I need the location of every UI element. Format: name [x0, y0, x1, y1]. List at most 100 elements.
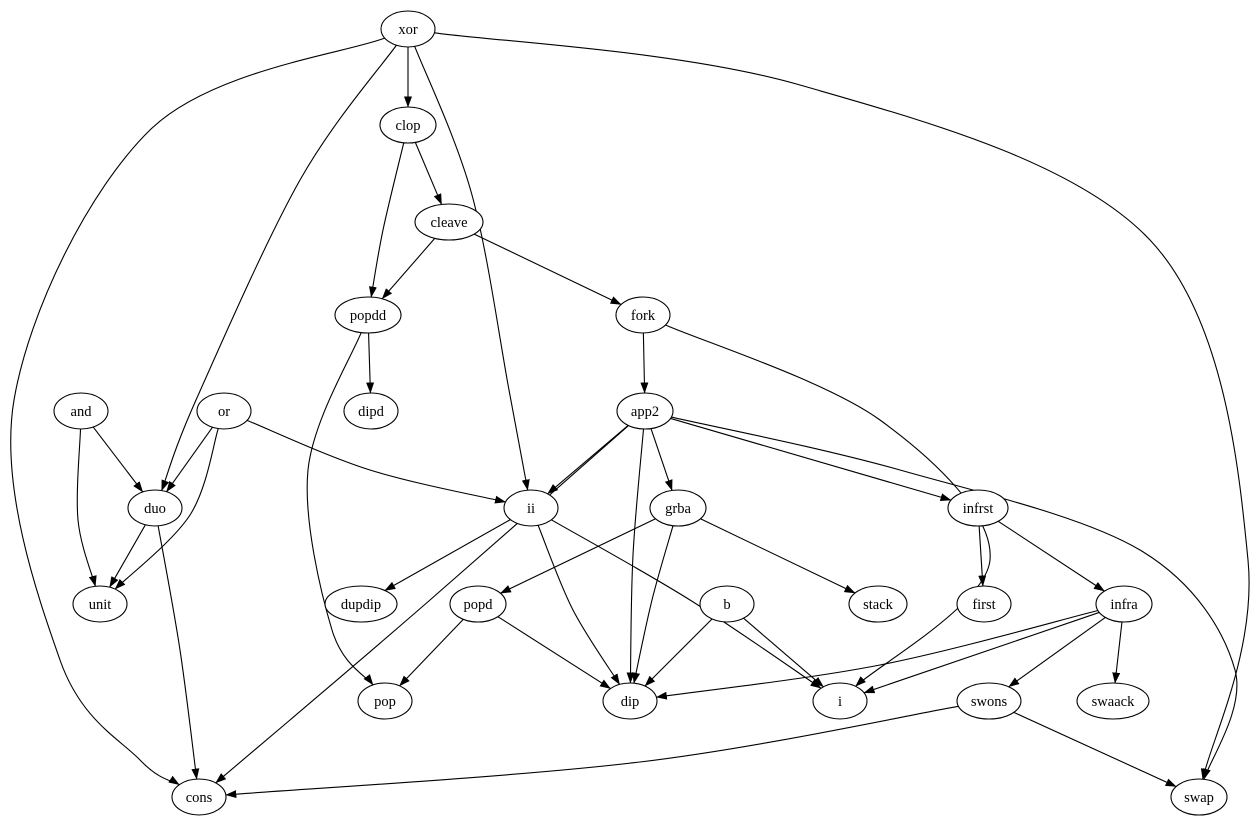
node-xor-shape: [380, 10, 436, 48]
node-popd: popd: [449, 585, 507, 623]
node-fork-label: fork: [631, 308, 656, 324]
node-dip-shape: [602, 682, 658, 720]
edge-infrst-first: [978, 525, 987, 587]
node-cons-label: cons: [186, 790, 213, 806]
node-swons: swons: [956, 682, 1022, 720]
node-ii-label: ii: [527, 501, 535, 517]
node-cons: cons: [171, 778, 227, 816]
edge-app2-dip: [626, 428, 645, 684]
node-xor: xor: [380, 10, 436, 48]
node-b: b: [699, 585, 755, 623]
node-pop: pop: [357, 682, 413, 720]
node-and-label: and: [71, 404, 93, 420]
edge-xor-ii: [414, 46, 530, 491]
edge-popdd-pop: [306, 332, 374, 686]
edge-ii-i: [551, 519, 822, 689]
node-swaack-label: swaack: [1092, 694, 1135, 710]
edge-app2-cons: [215, 425, 629, 784]
node-dipd-label: dipd: [358, 404, 385, 420]
edge-and-duo: [92, 426, 144, 493]
node-popdd-label: popdd: [350, 308, 387, 324]
node-cleave-label: cleave: [430, 215, 467, 231]
node-infrst-shape: [947, 489, 1009, 527]
node-cons-shape: [171, 778, 227, 816]
edge-xor-cons: [10, 37, 385, 786]
edge-b-i: [743, 617, 824, 688]
edge-xor-swap: [434, 32, 1250, 780]
node-i-label: i: [838, 694, 842, 710]
edges-layer: [10, 32, 1250, 799]
edge-popdd-dipd: [366, 332, 375, 394]
edge-infra-dip: [655, 609, 1099, 700]
node-popdd: popdd: [334, 296, 402, 334]
node-dipd: dipd: [343, 392, 399, 430]
edge-or-duo: [166, 426, 213, 493]
edge-popd-dip: [497, 616, 611, 690]
node-duo-label: duo: [144, 501, 166, 517]
edge-infrst-infra: [997, 520, 1105, 592]
node-app2-shape: [616, 392, 674, 430]
node-stack-label: stack: [863, 597, 894, 613]
node-infra-shape: [1095, 585, 1153, 623]
edge-app2-swap: [671, 416, 1238, 780]
node-unit-label: unit: [89, 597, 112, 613]
node-pop-label: pop: [374, 694, 396, 710]
node-first: first: [956, 585, 1012, 623]
node-b-label: b: [723, 597, 730, 613]
node-ii-shape: [503, 489, 559, 527]
edge-ii-dip: [537, 525, 621, 685]
node-clop-label: clop: [396, 118, 421, 134]
edge-duo-cons: [157, 525, 200, 780]
node-grba-label: grba: [665, 501, 691, 517]
node-xor-label: xor: [398, 22, 418, 38]
edge-fork-app2: [640, 332, 649, 394]
node-infra: infra: [1095, 585, 1153, 623]
node-unit: unit: [72, 585, 128, 623]
node-dip-label: dip: [621, 694, 640, 710]
edge-duo-unit: [109, 524, 146, 588]
node-swap-shape: [1170, 778, 1228, 816]
node-and-shape: [53, 392, 109, 430]
node-duo-shape: [127, 489, 183, 527]
node-fork: fork: [615, 296, 671, 334]
node-swap-label: swap: [1184, 790, 1214, 806]
node-clop-shape: [379, 106, 437, 144]
node-dupdip: dupdip: [324, 585, 398, 623]
edge-app2-infrst: [670, 417, 952, 502]
edge-infra-swaack: [1112, 621, 1123, 684]
edge-or-unit: [114, 428, 219, 590]
edge-or-ii: [246, 419, 506, 504]
node-infrst: infrst: [947, 489, 1009, 527]
edge-popd-pop: [399, 618, 464, 687]
node-and: and: [53, 392, 109, 430]
node-or-shape: [196, 392, 252, 430]
edge-xor-duo: [161, 44, 397, 492]
node-grba: grba: [649, 489, 707, 527]
node-dipd-shape: [343, 392, 399, 430]
node-b-shape: [699, 585, 755, 623]
node-grba-shape: [649, 489, 707, 527]
node-or: or: [196, 392, 252, 430]
node-popd-shape: [449, 585, 507, 623]
edge-app2-grba: [650, 428, 673, 491]
edge-and-unit: [76, 428, 97, 587]
node-app2: app2: [616, 392, 674, 430]
node-first-label: first: [972, 597, 995, 613]
node-stack-shape: [848, 585, 908, 623]
edge-cleave-fork: [473, 233, 622, 305]
edge-cleave-popdd: [381, 237, 436, 300]
node-i: i: [812, 682, 868, 720]
node-cleave-shape: [414, 203, 484, 241]
edge-ii-dupdip: [384, 519, 511, 592]
node-infrst-label: infrst: [963, 501, 994, 517]
node-dip: dip: [602, 682, 658, 720]
edge-clop-cleave: [414, 142, 443, 205]
edge-grba-popd: [499, 518, 656, 594]
node-ii: ii: [503, 489, 559, 527]
node-dupdip-shape: [324, 585, 398, 623]
node-first-shape: [956, 585, 1012, 623]
edge-infra-i: [863, 611, 1100, 694]
edge-grba-dip: [632, 525, 674, 684]
